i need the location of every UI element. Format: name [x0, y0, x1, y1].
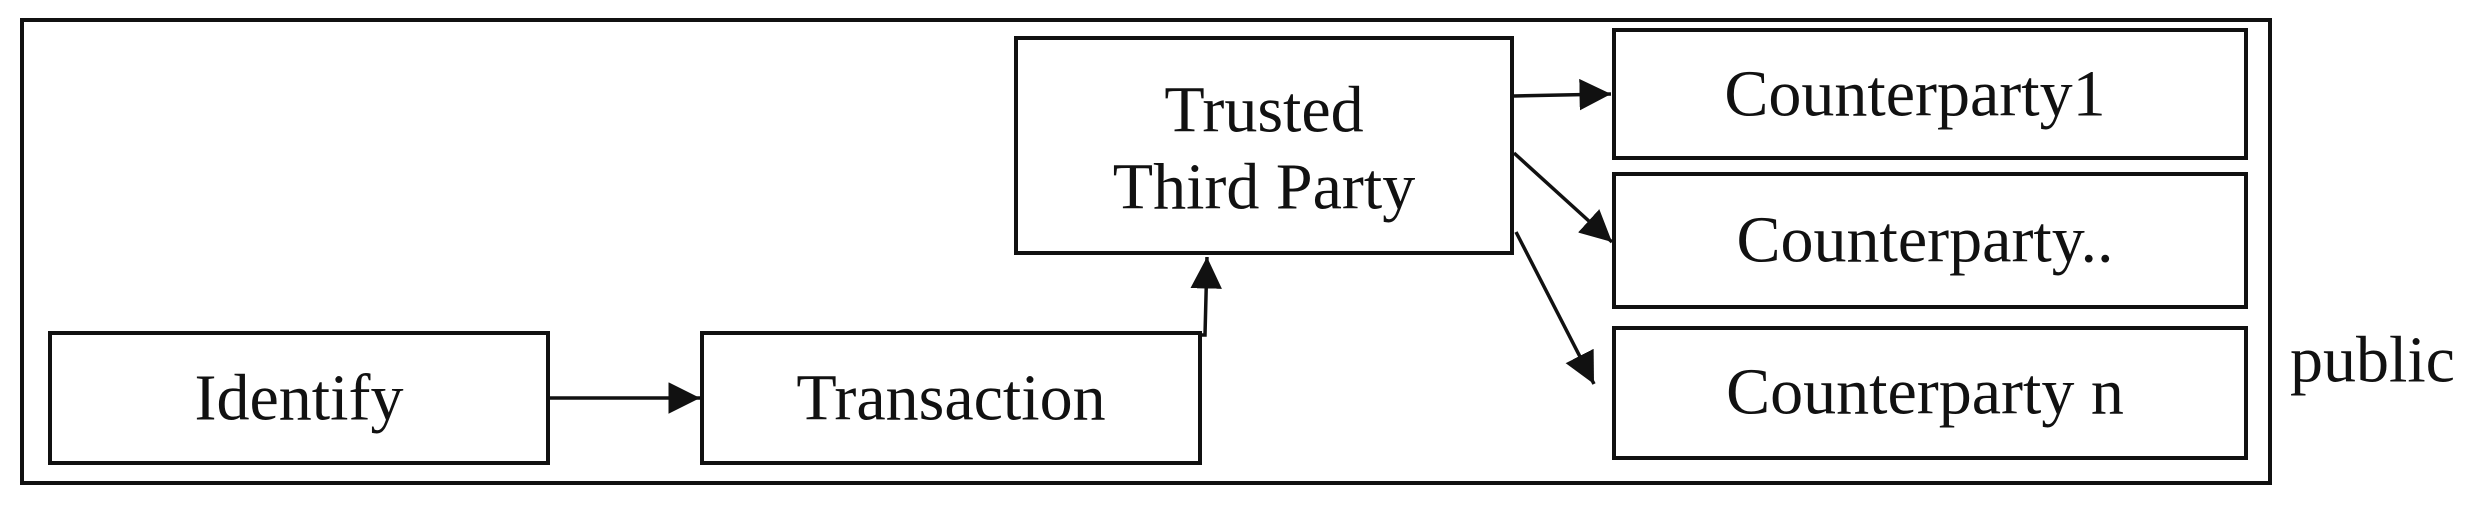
- node-trusted-third-party-box: [1014, 36, 1514, 255]
- edge-transaction-to-trusted-third-party: [1190, 256, 1222, 337]
- node-counterparty-1: Counterparty1: [1612, 28, 2248, 160]
- node-identify-box: [48, 331, 550, 465]
- node-counterparty-n-box: [1612, 326, 2248, 460]
- public-boundary-label: public: [2290, 324, 2455, 397]
- node-trusted-third-party: Trusted Third Party: [1014, 36, 1514, 255]
- public-boundary-frame: [20, 18, 2272, 485]
- node-identify-label: Identify: [195, 362, 404, 435]
- node-transaction-box: [700, 331, 1202, 465]
- edge-trusted-to-counterparty-1: [1513, 78, 1612, 111]
- node-counterparty-mid: Counterparty..: [1612, 172, 2248, 309]
- edge-trusted-to-counterparty-mid: [1512, 151, 1614, 244]
- node-counterparty-mid-label: Counterparty..: [1737, 204, 2114, 277]
- node-trusted-third-party-label-line2: Third Party: [1113, 151, 1415, 224]
- node-counterparty-mid-box: [1612, 172, 2248, 309]
- node-counterparty-n: Counterparty n: [1612, 326, 2248, 460]
- node-transaction: Transaction: [700, 331, 1202, 465]
- node-transaction-label: Transaction: [796, 362, 1105, 435]
- edge-trusted-to-counterparty-n: [1514, 231, 1596, 385]
- node-identify: Identify: [48, 331, 550, 465]
- node-trusted-third-party-label-line1: Trusted: [1164, 74, 1363, 147]
- node-counterparty-1-box: [1612, 28, 2248, 160]
- node-counterparty-n-label: Counterparty n: [1726, 356, 2124, 429]
- node-counterparty-1-label: Counterparty1: [1724, 58, 2105, 131]
